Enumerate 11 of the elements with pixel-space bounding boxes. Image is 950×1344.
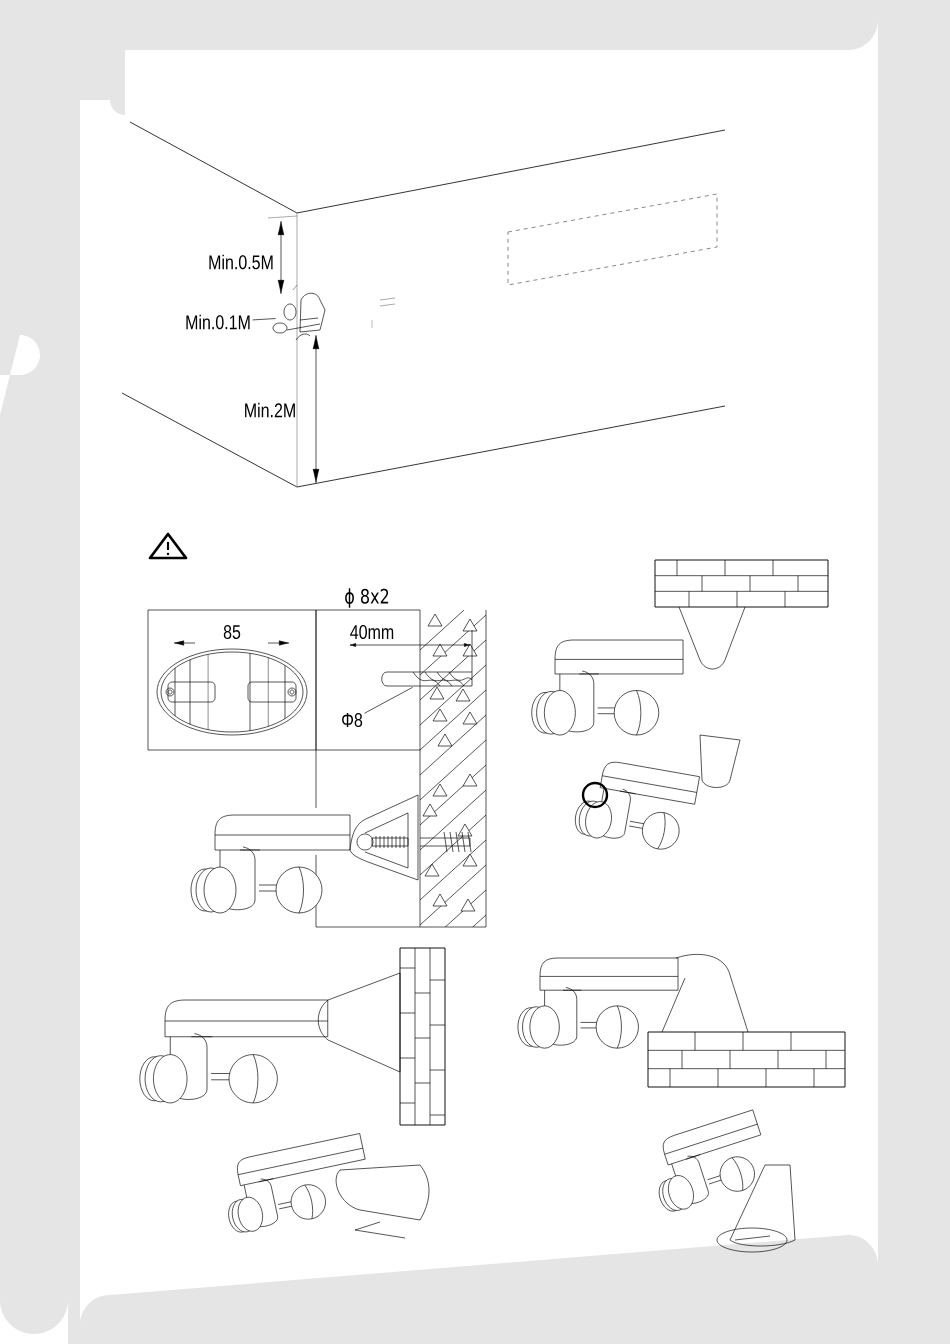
dimension-label: 40mm [350, 624, 394, 640]
dimension-label: Min.0.1M [186, 314, 250, 330]
dimension-label: Min.0.5M [209, 254, 273, 270]
dimension-label: ϕ 8x2 [345, 588, 389, 608]
dimension-label: Min.2M [245, 402, 295, 418]
drill-bit-drawing [381, 671, 473, 687]
dimension-label: Φ8 [342, 712, 363, 728]
sensor-drawing [272, 284, 326, 341]
leader-line [252, 318, 276, 321]
dimension-label: 85 [223, 624, 241, 640]
leader-line [364, 687, 413, 714]
